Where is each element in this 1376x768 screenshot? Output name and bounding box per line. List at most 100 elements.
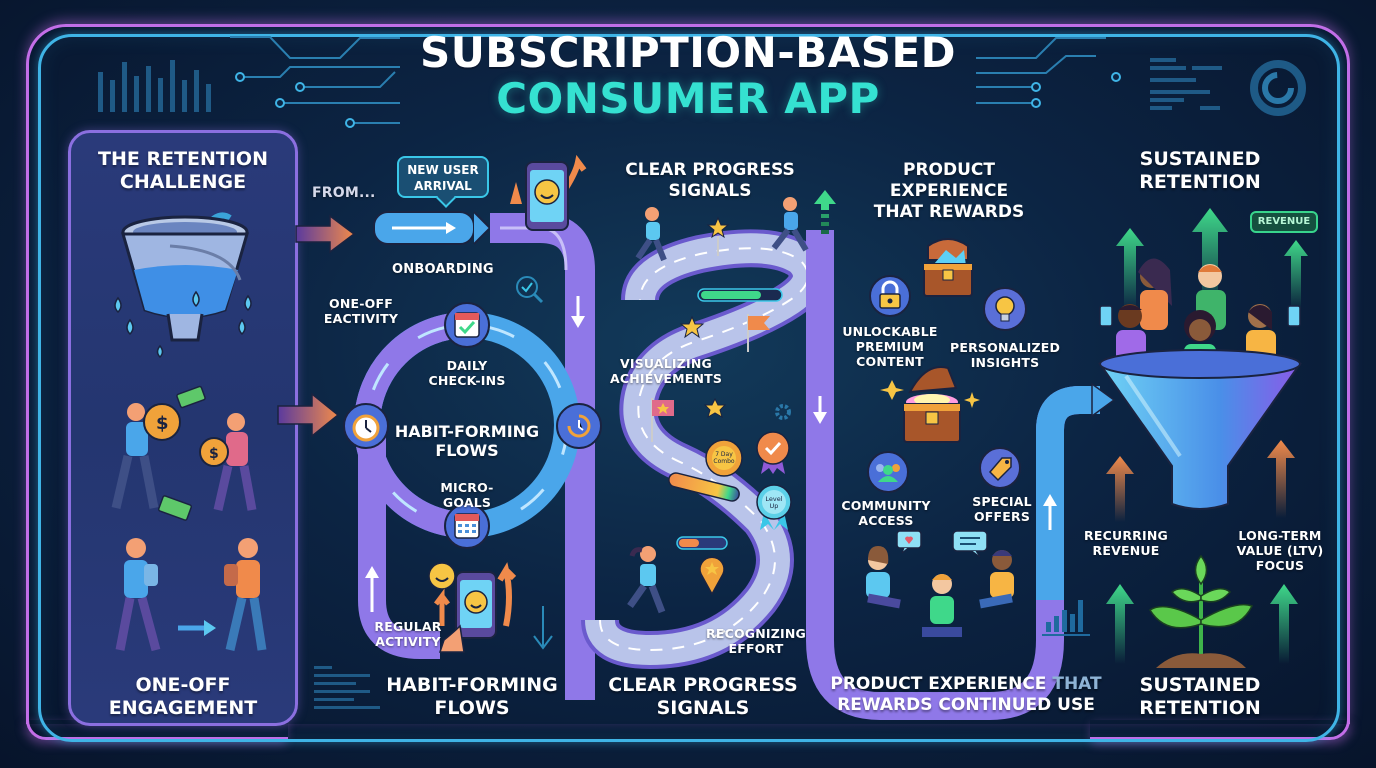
label-line: ONE-OFF [329,296,393,311]
open-treasure-chest-icon [880,366,980,443]
sitting-users-icon [866,546,1014,637]
community-icon [867,451,909,493]
special-offers-label: SPECIAL OFFERS [960,494,1044,524]
label-line: EACTIVITY [323,311,399,326]
star-icon [679,315,705,339]
small-progress-bar-icon [676,536,728,550]
recurring-revenue-label: RECURRING REVENUE [1074,528,1178,558]
label-line: HABIT-FORMING [394,422,540,441]
micro-goals-label: MICRO-GOALS [440,480,494,510]
badge-text: Up [770,502,779,510]
badge-text: Combo [713,458,735,465]
smiley-phone-hand-icon [428,562,517,653]
dollar-bill-icon [157,385,206,521]
recognizing-effort-label: RECOGNIZING EFFORT [706,626,806,656]
label-line: VALUE (LTV) [1236,543,1324,558]
one-off-activity-label: ONE-OFF EACTIVITY [318,296,404,326]
product-experience-heading: PRODUCT EXPERIENCE THAT REWARDS [852,160,1046,223]
happy-users-funnel-icon [1098,258,1302,510]
heading-line: PRODUCT [903,160,995,180]
page-title: SUBSCRIPTION-BASED CONSUMER APP [0,30,1376,122]
clear-progress-signals-footer: CLEAR PROGRESS SIGNALS [598,674,808,720]
level-up-badge-icon: Level Up [756,484,792,530]
label-line: PREMIUM [855,339,925,354]
stopwatch-icon [343,403,389,449]
price-tag-icon [979,447,1021,489]
orange-up-arrow-icon [1267,440,1295,518]
heading-line: THAT REWARDS [873,202,1025,222]
label-line: FLOWS [435,441,499,460]
map-pin-star-icon [699,556,725,596]
gear-icon [775,404,791,420]
runner-icon [627,546,666,614]
heading-line: SUSTAINED [1139,148,1261,170]
arrow-right-icon [277,392,340,438]
regular-activity-label: REGULAR ACTIVITY [366,619,450,649]
product-experience-footer: PRODUCT EXPERIENCE THAT REWARDS CONTINUE… [812,674,1120,716]
svg-text:$: $ [156,413,169,434]
label-line: FOCUS [1255,558,1305,573]
chat-heart-icon [896,530,922,554]
down-arrow-outline-icon [533,606,553,650]
footer-line: CLEAR PROGRESS [608,674,798,696]
magnifier-check-icon [516,276,544,304]
label-line: ACHIEVEMENTS [609,371,723,386]
badge-line: NEW USER [407,163,479,177]
bar-chart-decoration-icon [1042,600,1090,636]
dashboard-text-decoration [1150,58,1222,110]
from-label: FROM... [312,185,376,201]
donut-chart-icon [1250,60,1306,116]
clear-progress-signals-heading: CLEAR PROGRESS SIGNALS [610,160,810,202]
one-off-engagement-label: ONE-OFF ENGAGEMENT [68,674,298,720]
badge-line: ARRIVAL [414,179,472,193]
label-line: OFFERS [973,509,1031,524]
visualizing-achievements-label: VISUALIZING ACHIEVEMENTS [604,356,728,386]
circuit-lines-right [976,37,1121,108]
footer-line: RETENTION [1139,697,1261,719]
new-user-arrival-badge: NEW USER ARRIVAL [397,156,489,198]
badge-text: 7 Day [715,451,733,458]
padlock-icon [869,275,911,317]
footer-line: ENGAGEMENT [108,697,258,719]
label-line: DAILY [446,358,488,373]
ltv-focus-label: LONG-TERM VALUE (LTV) FOCUS [1228,528,1332,573]
label-line: ACCESS [858,513,914,528]
heading-line: EXPERIENCE [889,181,1009,201]
text-lines-decoration [314,666,380,709]
label-line: VISUALIZING [619,356,713,371]
progress-bar-icon [697,288,783,302]
svg-text:$: $ [209,446,219,462]
refresh-clock-icon [556,403,602,449]
habit-forming-center-label: HABIT-FORMING FLOWS [392,422,542,460]
footer-line: SUSTAINED [1139,674,1261,696]
footer-text-dim: THAT [1052,674,1102,694]
label-line: RECOGNIZING [706,626,806,641]
heading-line: CLEAR PROGRESS [625,160,795,180]
equalizer-decoration-icon [98,60,211,112]
title-line-2: CONSUMER APP [496,74,880,123]
growth-arrows-icon [1116,208,1308,310]
green-up-arrow-icon [814,190,836,234]
chat-bubble-icon [952,530,988,558]
growing-plant-icon [1148,554,1254,668]
label-line: SPECIAL [972,494,1032,509]
inner-neon-frame [38,34,1340,742]
calendar-grid-icon [444,503,490,549]
footer-line: SIGNALS [656,697,750,719]
retention-challenge-heading: THE RETENTION CHALLENGE [68,148,298,194]
outer-neon-frame [26,24,1350,724]
label-line: LONG-TERM [1238,528,1322,543]
treasure-chest-icon [923,238,973,297]
community-access-label: COMMUNITY ACCESS [836,498,936,528]
runner-icon [771,197,809,252]
personalized-insights-label: PERSONALIZED INSIGHTS [950,340,1060,370]
label-line: CHECK-INS [428,373,506,388]
label-line: UNLOCKABLE [842,324,938,339]
label-line: ACTIVITY [375,634,441,649]
orange-flag-icon [747,314,770,352]
star-flag-icon [706,216,730,256]
label-line: COMMUNITY [841,498,931,513]
arrow-right-icon [295,214,356,254]
pink-flag-icon [651,398,674,442]
